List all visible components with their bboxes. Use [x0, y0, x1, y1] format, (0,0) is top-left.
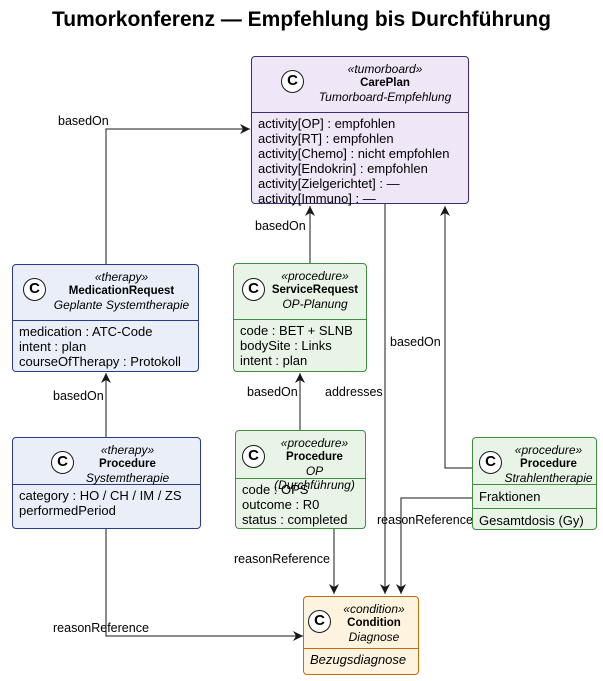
medication-request-class[interactable]: C «therapy» MedicationRequest Geplante S…: [12, 264, 199, 372]
class-icon: C: [242, 278, 265, 301]
medication-request-header: C «therapy» MedicationRequest Geplante S…: [13, 265, 198, 321]
label-procsys-condition: reasonReference: [53, 621, 149, 635]
procedure-op-attr: status : completed: [242, 512, 348, 527]
careplan-attr: activity[OP] : empfohlen: [258, 116, 396, 131]
class-icon: C: [281, 70, 304, 93]
medication-request-attr: medication : ATC-Code: [19, 324, 153, 339]
medication-request-attr: intent : plan: [19, 339, 87, 354]
careplan-name: CarePlan: [360, 77, 410, 89]
label-procsys-medreq: basedOn: [53, 389, 104, 403]
label-procrt-condition: reasonReference: [377, 513, 473, 527]
service-request-attr: bodySite : Links: [240, 338, 332, 353]
class-icon: C: [51, 451, 74, 474]
condition-header: C «condition» Condition Diagnose: [304, 597, 418, 649]
procedure-strahlentherapie-name: Procedure: [520, 458, 577, 470]
procedure-systemtherapie-header: C «therapy» Procedure Systemtherapie: [13, 438, 200, 485]
procedure-systemtherapie-alias: Systemtherapie: [85, 471, 170, 485]
careplan-attributes: activity[OP] : empfohlen activity[RT] : …: [252, 113, 468, 209]
procedure-op-stereotype: «procedure»: [280, 436, 349, 450]
label-medreq-careplan: basedOn: [58, 114, 109, 128]
procedure-op-class[interactable]: C «procedure» Procedure OP (Durchführung…: [235, 430, 366, 529]
procedure-strahlentherapie-alias: Strahlentherapie: [504, 471, 593, 485]
careplan-alias: Tumorboard-Empfehlung: [318, 90, 452, 104]
class-icon: C: [23, 278, 46, 301]
procedure-systemtherapie-stereotype: «therapy»: [100, 443, 155, 457]
service-request-class[interactable]: C «procedure» ServiceRequest OP-Planung …: [233, 263, 367, 372]
procedure-strahlentherapie-attr: Fraktionen: [479, 489, 541, 504]
procedure-systemtherapie-name: Procedure: [99, 458, 156, 470]
service-request-attr: code : BET + SLNB: [240, 323, 353, 338]
service-request-alias: OP-Planung: [282, 297, 348, 311]
procedure-op-attributes: code : OPS outcome : R0 status : complet…: [236, 479, 365, 530]
label-procrt-careplan: basedOn: [390, 335, 441, 349]
careplan-attr: activity[Endokrin] : empfohlen: [258, 161, 428, 176]
procedure-op-attr: code : OPS: [242, 482, 309, 497]
procedure-op-header: C «procedure» Procedure OP (Durchführung…: [236, 431, 365, 492]
medication-request-stereotype: «therapy»: [94, 270, 149, 284]
procedure-op-attr: outcome : R0: [242, 497, 320, 512]
procedure-strahlentherapie-attr: Gesamtdosis (Gy): [473, 508, 596, 532]
diagram-title: Tumorkonferenz — Empfehlung bis Durchfüh…: [52, 8, 551, 31]
edge-procrt-condition: [396, 497, 472, 594]
class-icon: C: [308, 610, 331, 633]
careplan-attr: activity[Immuno] : —: [258, 191, 376, 206]
service-request-header: C «procedure» ServiceRequest OP-Planung: [234, 264, 366, 320]
procedure-systemtherapie-attr: performedPeriod: [19, 503, 116, 518]
careplan-class[interactable]: C «tumorboard» CarePlan Tumorboard-Empfe…: [251, 56, 469, 206]
procedure-systemtherapie-class[interactable]: C «therapy» Procedure Systemtherapie cat…: [12, 437, 201, 529]
edge-procsys-condition: [105, 529, 303, 641]
service-request-stereotype: «procedure»: [281, 269, 349, 283]
procedure-strahlentherapie-class[interactable]: C «procedure» Procedure Strahlentherapie…: [472, 437, 597, 530]
edge-medreq-careplan: [105, 124, 250, 264]
procedure-strahlentherapie-header: C «procedure» Procedure Strahlentherapie: [473, 438, 596, 485]
procedure-strahlentherapie-attributes: Fraktionen Gesamtdosis (Gy): [473, 485, 596, 532]
procedure-strahlentherapie-stereotype: «procedure»: [514, 443, 583, 457]
label-procop-condition: reasonReference: [234, 552, 330, 566]
procedure-systemtherapie-attributes: category : HO / CH / IM / ZS performedPe…: [13, 485, 200, 521]
condition-attr: Bezugsdiagnose: [310, 652, 407, 667]
label-procop-servreq: basedOn: [247, 385, 298, 399]
edge-procrt-careplan: [440, 206, 472, 469]
medication-request-alias: Geplante Systemtherapie: [53, 298, 190, 312]
procedure-systemtherapie-attr: category : HO / CH / IM / ZS: [19, 488, 182, 503]
service-request-attr: intent : plan: [240, 353, 308, 368]
condition-name: Condition: [347, 617, 401, 629]
service-request-attributes: code : BET + SLNB bodySite : Links inten…: [234, 320, 366, 371]
medication-request-attributes: medication : ATC-Code intent : plan cour…: [13, 321, 198, 372]
procedure-op-alias: OP (Durchführung): [274, 464, 355, 492]
label-careplan-condition: addresses: [325, 385, 383, 399]
medication-request-name: MedicationRequest: [68, 285, 175, 297]
careplan-header: C «tumorboard» CarePlan Tumorboard-Empfe…: [252, 57, 468, 113]
careplan-attr: activity[Zielgerichtet] : —: [258, 176, 400, 191]
condition-stereotype: «condition»: [343, 602, 405, 616]
procedure-op-name: Procedure: [286, 451, 343, 463]
careplan-stereotype: «tumorboard»: [347, 62, 423, 76]
condition-alias: Diagnose: [348, 630, 400, 644]
careplan-attr: activity[Chemo] : nicht empfohlen: [258, 146, 450, 161]
service-request-name: ServiceRequest: [271, 284, 359, 296]
class-icon: C: [242, 445, 265, 468]
class-icon: C: [479, 451, 502, 474]
condition-attributes: Bezugsdiagnose: [304, 649, 418, 670]
medication-request-attr: courseOfTherapy : Protokoll: [19, 354, 181, 369]
careplan-attr: activity[RT] : empfohlen: [258, 131, 394, 146]
condition-class[interactable]: C «condition» Condition Diagnose Bezugsd…: [303, 596, 419, 675]
label-servreq-careplan: basedOn: [255, 219, 306, 233]
